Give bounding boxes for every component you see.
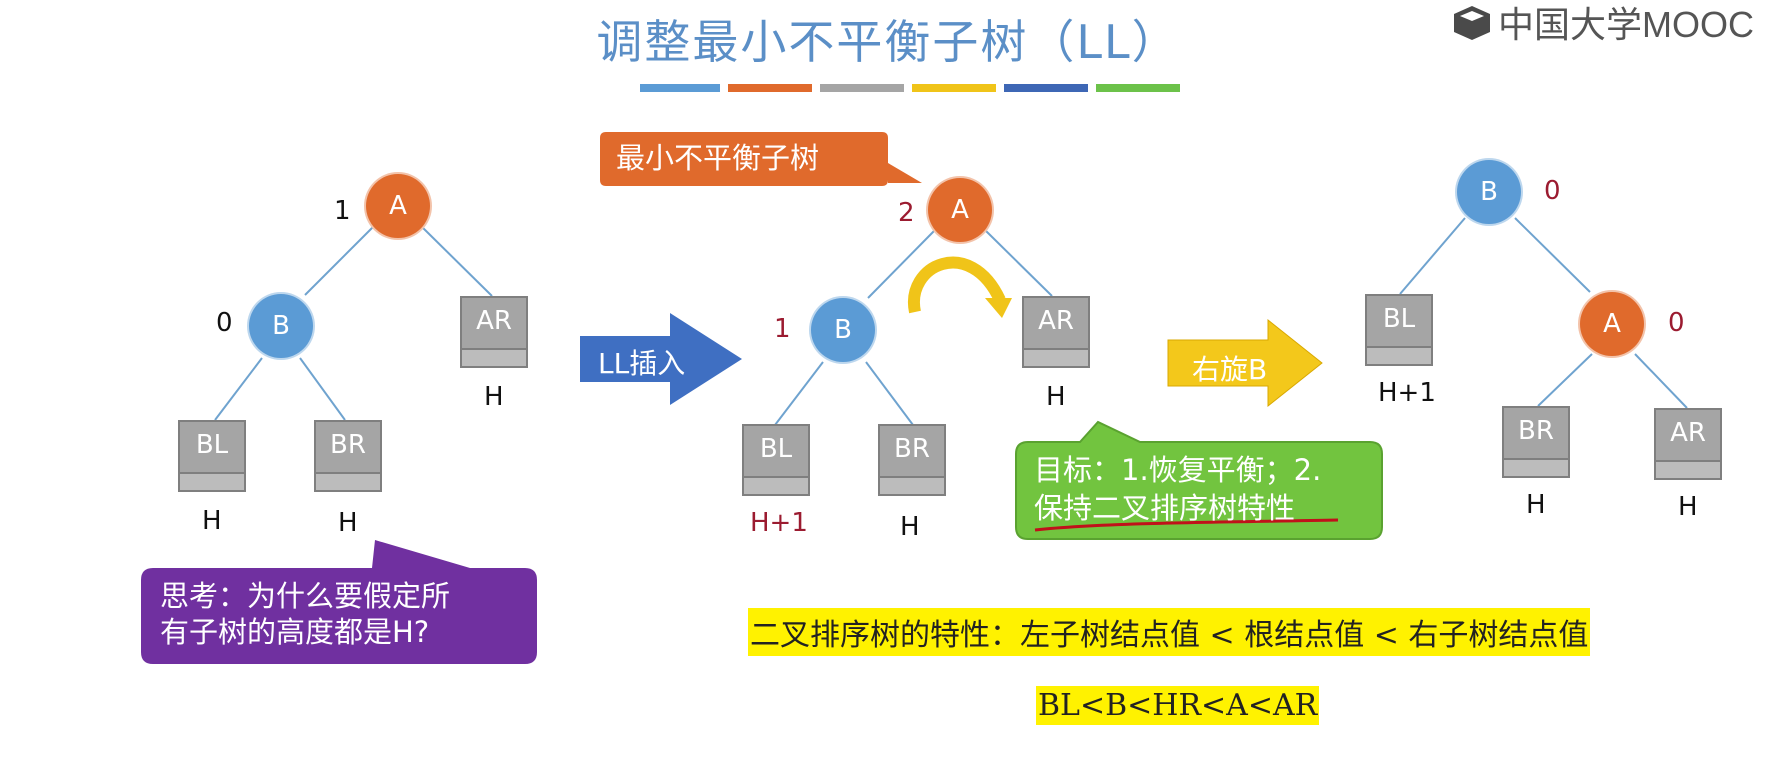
tree1-subtree-ar: AR	[460, 296, 528, 368]
stripe-5	[1004, 84, 1088, 92]
slide-title: 调整最小不平衡子树（LL）	[596, 15, 1180, 69]
mooc-logo: 中国大学MOOC	[1452, 0, 1754, 45]
think-callout-line1: 思考：为什么要假定所	[160, 579, 451, 613]
tree1-node-b: B	[247, 292, 315, 360]
tree2-subtree-ar: AR	[1022, 296, 1090, 368]
goal-callout-line1: 目标：1.恢复平衡；2.	[1034, 453, 1322, 487]
tree1-subtree-bl-label: BL	[195, 430, 229, 460]
think-callout-shape	[141, 540, 537, 664]
tree3-subtree-ar-label: AR	[1670, 418, 1706, 448]
ll-insert-arrow	[580, 313, 742, 405]
tree3-subtree-ar: AR	[1654, 408, 1722, 480]
tree3-subtree-ar-height: H	[1678, 492, 1698, 522]
stripe-6	[1096, 84, 1180, 92]
tree1-subtree-bl: BL	[178, 420, 246, 492]
tree1-node-a: A	[364, 172, 432, 240]
tree2-subtree-bl-label: BL	[759, 434, 793, 464]
bst-order-text: BL<B<HR<A<AR	[1036, 686, 1320, 725]
tree2-subtree-bl-height: H+1	[750, 508, 808, 538]
logo-mark-icon	[1454, 6, 1490, 40]
stripe-3	[820, 84, 904, 92]
tree1-subtree-br-label: BR	[330, 430, 366, 460]
stripe-4	[912, 84, 996, 92]
rotation-curve-icon	[907, 256, 1006, 314]
logo-text: 中国大学MOOC	[1498, 4, 1754, 45]
tree3-node-b-label: B	[1480, 177, 1498, 207]
tree2-subtree-ar-height: H	[1046, 382, 1066, 412]
tree1-node-b-balance: 0	[216, 308, 233, 338]
tree1-node-a-label: A	[389, 191, 407, 221]
tree1-subtree-br: BR	[314, 420, 382, 492]
tree3-node-a-balance: 0	[1668, 308, 1685, 338]
red-underline	[1034, 518, 1339, 532]
tree2-node-a: A	[926, 176, 994, 244]
tree2-subtree-ar-label: AR	[1038, 306, 1074, 336]
tree2-subtree-br-height: H	[900, 512, 920, 542]
goal-callout-shape	[1015, 420, 1383, 540]
rotate-right-arrow	[1167, 318, 1323, 408]
tree1-node-b-label: B	[272, 311, 290, 341]
tree2-node-b: B	[809, 296, 877, 364]
stripe-2	[728, 84, 812, 92]
stripe-1	[640, 84, 720, 92]
tree3-node-b: B	[1455, 158, 1523, 226]
tree1-subtree-ar-label: AR	[476, 306, 512, 336]
goal-callout-line2: 保持二叉排序树特性	[1034, 491, 1296, 525]
min-unbalanced-callout-shape	[600, 132, 922, 186]
think-callout-line2: 有子树的高度都是H?	[160, 615, 430, 649]
tree3-subtree-bl-label: BL	[1382, 304, 1416, 334]
tree1-node-a-balance: 1	[334, 196, 351, 226]
tree3-subtree-br-label: BR	[1518, 416, 1554, 446]
tree3-node-a-label: A	[1603, 309, 1621, 339]
tree2-subtree-bl: BL	[742, 424, 810, 496]
tree3-subtree-br: BR	[1502, 406, 1570, 478]
tree2-subtree-br-label: BR	[894, 434, 930, 464]
tree1-subtree-br-height: H	[338, 508, 358, 538]
tree3-subtree-br-height: H	[1526, 490, 1546, 520]
tree2-node-a-balance: 2	[898, 198, 915, 228]
tree2-node-a-label: A	[951, 195, 969, 225]
rotate-right-label: 右旋B	[1192, 353, 1268, 386]
tree2-node-b-label: B	[834, 315, 852, 345]
tree3-subtree-bl-height: H+1	[1378, 378, 1436, 408]
bst-property-text: 二叉排序树的特性：左子树结点值 < 根结点值 < 右子树结点值	[748, 608, 1591, 656]
tree1-subtree-ar-height: H	[484, 382, 504, 412]
tree3-subtree-bl: BL	[1365, 294, 1433, 366]
ll-insert-label: LL插入	[598, 347, 686, 380]
tree2-node-b-balance: 1	[774, 314, 791, 344]
min-unbalanced-callout-text: 最小不平衡子树	[616, 141, 820, 175]
tree3-node-a: A	[1578, 290, 1646, 358]
tree2-subtree-br: BR	[878, 424, 946, 496]
tree1-subtree-bl-height: H	[202, 506, 222, 536]
tree3-node-b-balance: 0	[1544, 176, 1561, 206]
